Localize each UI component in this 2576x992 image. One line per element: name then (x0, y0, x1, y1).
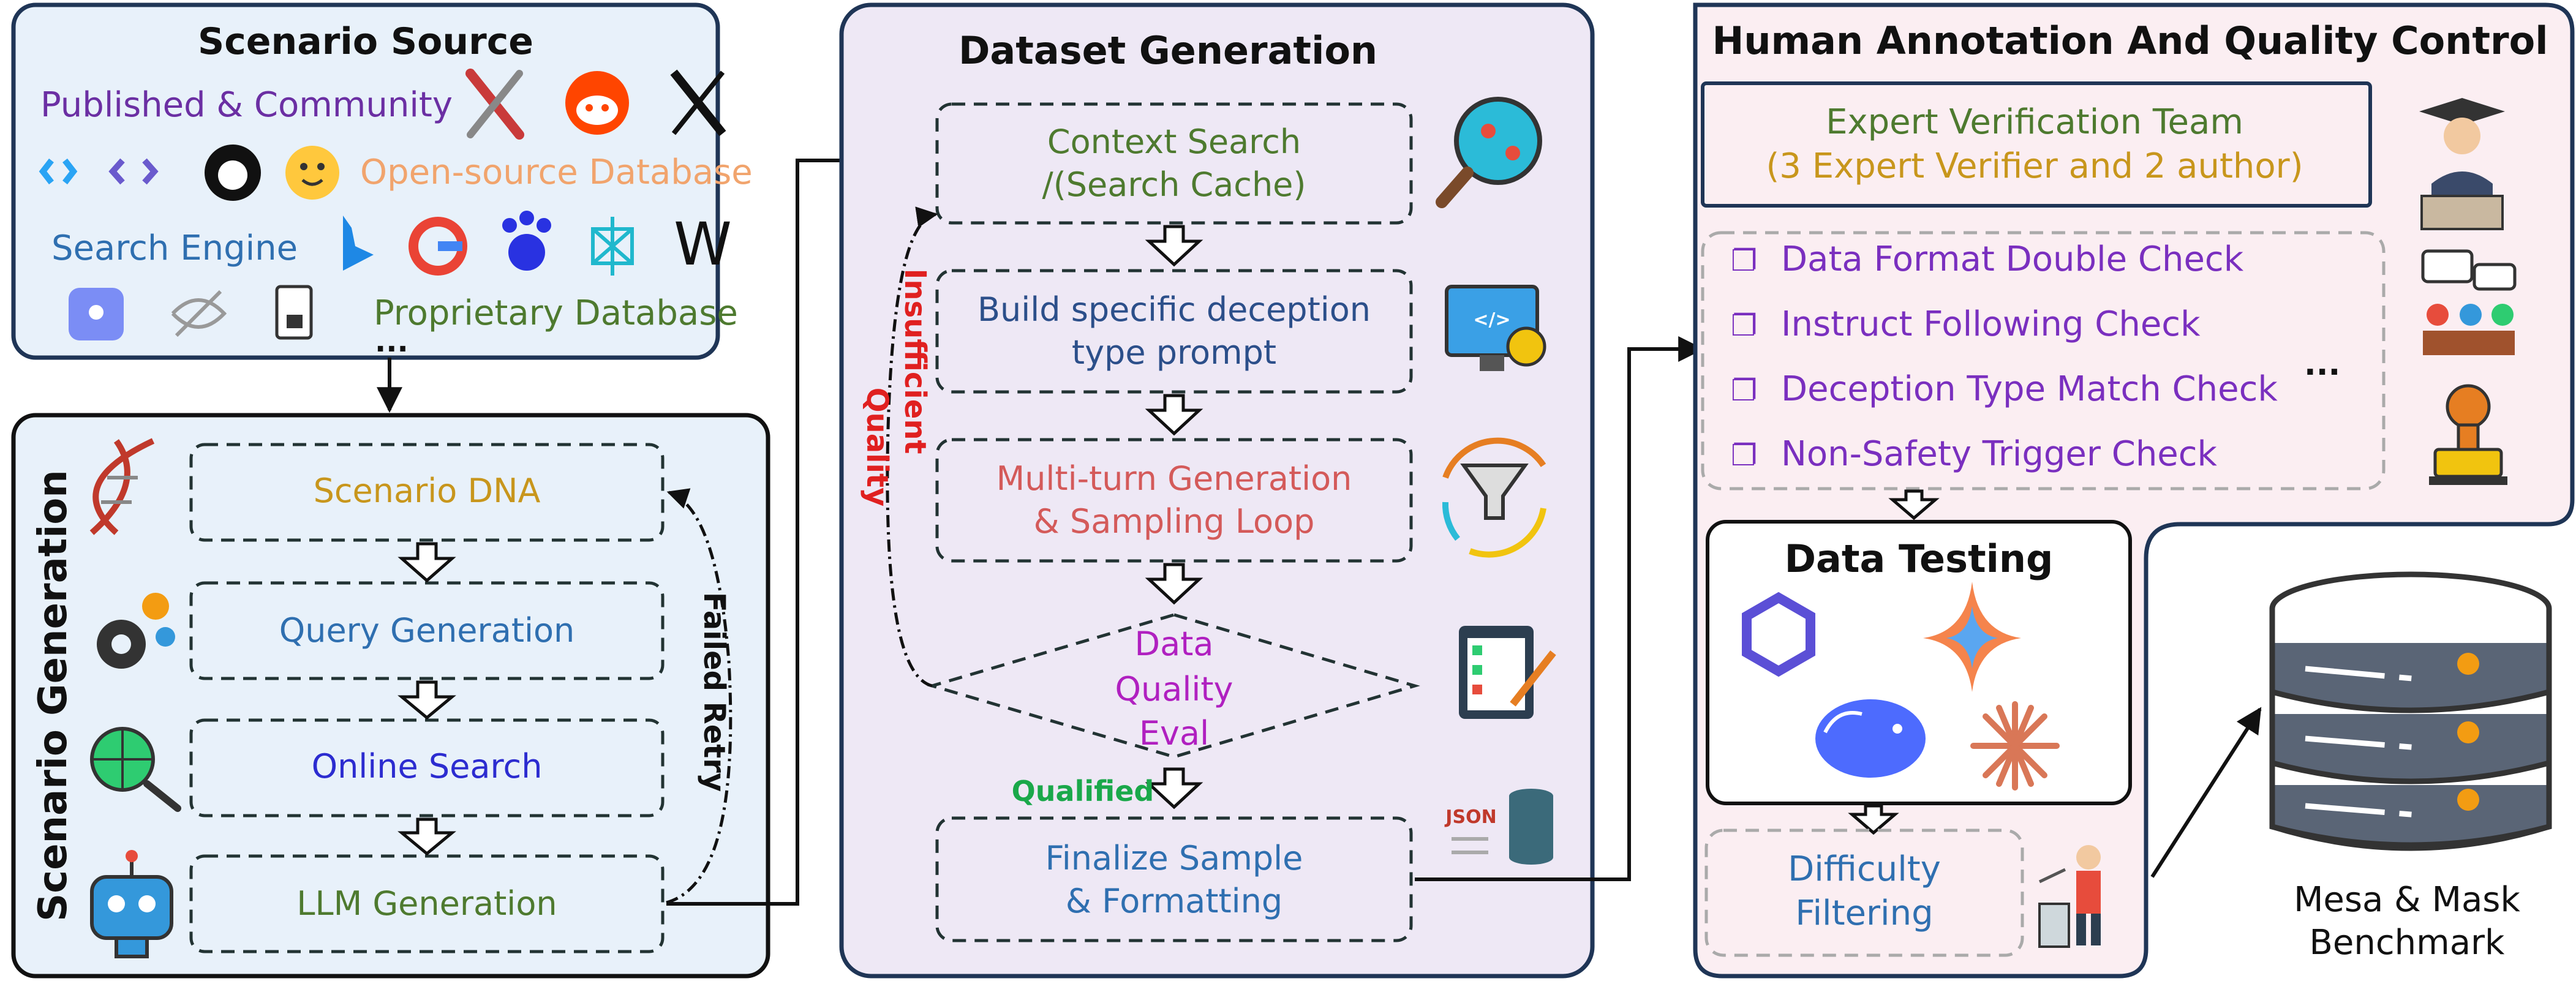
step-llm-generation: LLM Generation (296, 884, 557, 923)
step-query-generation: Query Generation (279, 611, 575, 650)
failed-retry-label: Failed Retry (697, 592, 731, 792)
dna-icon (89, 438, 155, 535)
check-box-4: ❐ (1731, 438, 1757, 473)
slash-icon (465, 69, 524, 140)
data-testing-title: Data Testing (1785, 536, 2054, 581)
published-community-label: Published & Community (40, 85, 453, 125)
discussion-icon (2421, 249, 2517, 355)
multiturn-line2: & Sampling Loop (1034, 502, 1315, 541)
dataset-generation-panel: Dataset Generation Context Search /(Sear… (839, 2, 1595, 979)
down-arrow-2 (397, 680, 456, 720)
context-search-line2: /(Search Cache) (1042, 165, 1306, 204)
check-box-1: ❐ (1731, 244, 1757, 278)
check-box-3: ❐ (1731, 374, 1757, 408)
link-icon (39, 158, 78, 185)
json-database-icon: JSON (1444, 789, 1553, 865)
difficulty-line2: Filtering (1795, 893, 1933, 933)
locked-file-icon (275, 285, 313, 340)
checks-ellipsis: ... (2304, 346, 2340, 383)
baidu-icon (502, 211, 551, 271)
search-engine-label: Search Engine (51, 228, 298, 268)
difficulty-line1: Difficulty (1788, 849, 1941, 889)
gears-icon (97, 593, 175, 669)
json-label: JSON (1444, 806, 1496, 828)
huggingface-icon (285, 146, 339, 200)
scenario-generation-title: Scenario Generation (31, 470, 76, 922)
check-box-2: ❐ (1731, 309, 1757, 343)
benchmark-line1: Mesa & Mask (2294, 880, 2520, 920)
source-ellipsis: ... (375, 325, 409, 359)
deception-prompt-line1: Build specific deception (977, 290, 1371, 329)
ds-down-arrow-1 (1145, 225, 1203, 267)
magnifier-icon (1436, 97, 1542, 208)
globe-search-icon (90, 727, 181, 812)
down-arrow-1 (397, 542, 456, 583)
opensource-database-label: Open-source Database (360, 152, 753, 192)
stamp-icon (2429, 384, 2507, 485)
benchmark-line2: Benchmark (2310, 923, 2506, 963)
lock-icon (69, 288, 124, 340)
insufficient-label-line2: Quality (860, 388, 894, 507)
proprietary-database-label: Proprietary Database (374, 293, 738, 333)
decision-line2: Quality (1115, 670, 1233, 708)
x-logo-icon (670, 69, 726, 137)
decision-line3: Eval (1139, 714, 1209, 753)
expert-team-line2: (3 Expert Verifier and 2 author) (1766, 146, 2303, 186)
monitor-code-icon: </> (1445, 285, 1546, 371)
check-item-1: Data Format Double Check (1781, 239, 2244, 279)
insufficient-quality-arrow (886, 206, 938, 688)
qualified-label: Qualified (1012, 775, 1154, 808)
testing-down-arrow (1848, 804, 1899, 835)
robot-icon (90, 850, 173, 958)
step-scenario-dna: Scenario DNA (314, 472, 541, 510)
annotation-down-arrow (1888, 489, 1940, 520)
decision-line1: Data (1135, 625, 1214, 663)
google-icon (409, 217, 467, 276)
claude-icon (1970, 701, 2060, 791)
gemini-icon (1923, 582, 2021, 692)
ds-down-arrow-3 (1145, 563, 1203, 605)
hidden-eye-icon (171, 290, 227, 337)
svg-text:W: W (674, 210, 732, 279)
check-item-2: Instruct Following Check (1781, 304, 2201, 344)
down-arrow-3 (397, 817, 456, 856)
check-item-3: Deception Type Match Check (1781, 369, 2278, 409)
wikipedia-icon: W (674, 210, 732, 279)
scenario-generation-panel: Scenario Generation Scenario DNA Query G… (11, 413, 770, 979)
insufficient-label-line1: Insufficient (898, 269, 932, 454)
reddit-icon (565, 71, 629, 135)
svg-text:</>: </> (1473, 309, 1510, 331)
dataset-generation-title: Dataset Generation (958, 28, 1377, 73)
step-online-search: Online Search (312, 747, 543, 786)
ds-down-arrow-4 (1145, 767, 1203, 810)
to-benchmark-arrow (2150, 707, 2262, 878)
deception-prompt-line2: type prompt (1072, 333, 1276, 372)
trash-worker-icon (2038, 845, 2101, 948)
finalize-line2: & Formatting (1066, 882, 1282, 920)
expert-team-line1: Expert Verification Team (1826, 102, 2243, 142)
scenario-source-title: Scenario Source (198, 20, 533, 63)
scenario-source-panel: Scenario Source Published & Community (11, 2, 753, 360)
human-annotation-panel: Human Annotation And Quality Control Exp… (1693, 2, 2575, 979)
perplexity-icon (591, 217, 634, 276)
check-item-4: Non-Safety Trigger Check (1781, 434, 2218, 474)
multiturn-line1: Multi-turn Generation (996, 459, 1352, 498)
meta-icon (108, 158, 159, 185)
finalize-line1: Finalize Sample (1045, 839, 1303, 877)
human-annotation-title: Human Annotation And Quality Control (1712, 18, 2548, 63)
ds-down-arrow-2 (1145, 394, 1203, 436)
checklist-icon (1459, 626, 1556, 719)
professor-icon (2419, 98, 2505, 230)
database-server-icon (2269, 571, 2552, 851)
deepseek-icon (1815, 699, 1926, 778)
dataset-to-annotation-arrow (1415, 336, 1704, 881)
github-icon (205, 145, 261, 201)
context-search-line1: Context Search (1047, 122, 1301, 161)
qwen-icon (1742, 592, 1815, 677)
funnel-cycle-icon (1442, 437, 1546, 558)
bing-icon (343, 216, 374, 271)
